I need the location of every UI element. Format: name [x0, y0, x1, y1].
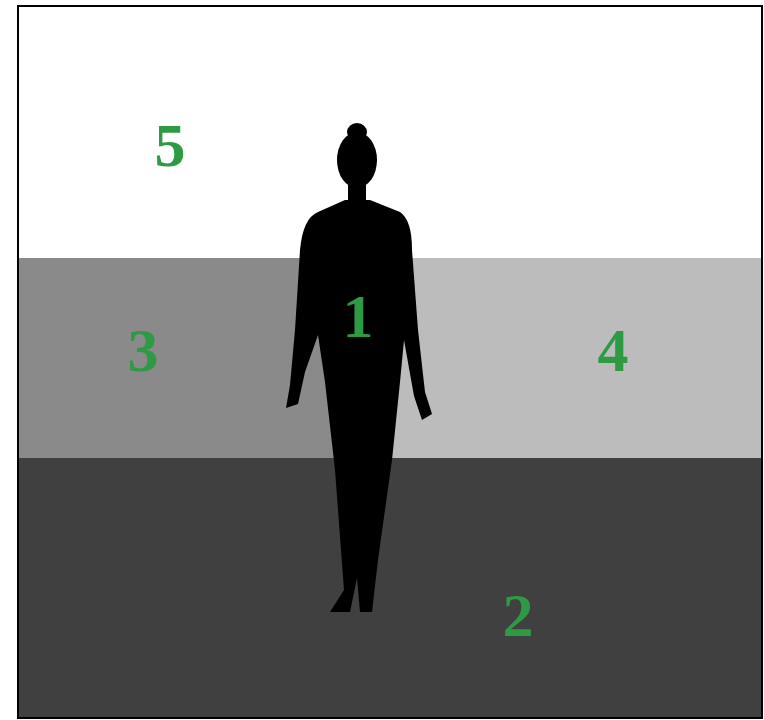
callout-number: 3	[128, 319, 159, 381]
callout-number: 4	[598, 319, 629, 381]
figure-frame	[18, 6, 762, 718]
callout-number: 1	[343, 285, 374, 347]
person-silhouette	[286, 123, 432, 612]
floor-region	[18, 458, 762, 718]
sky-region	[18, 6, 762, 718]
callout-number: 2	[503, 584, 534, 646]
callout-number: 5	[155, 114, 186, 176]
right-wall-band	[390, 258, 762, 458]
